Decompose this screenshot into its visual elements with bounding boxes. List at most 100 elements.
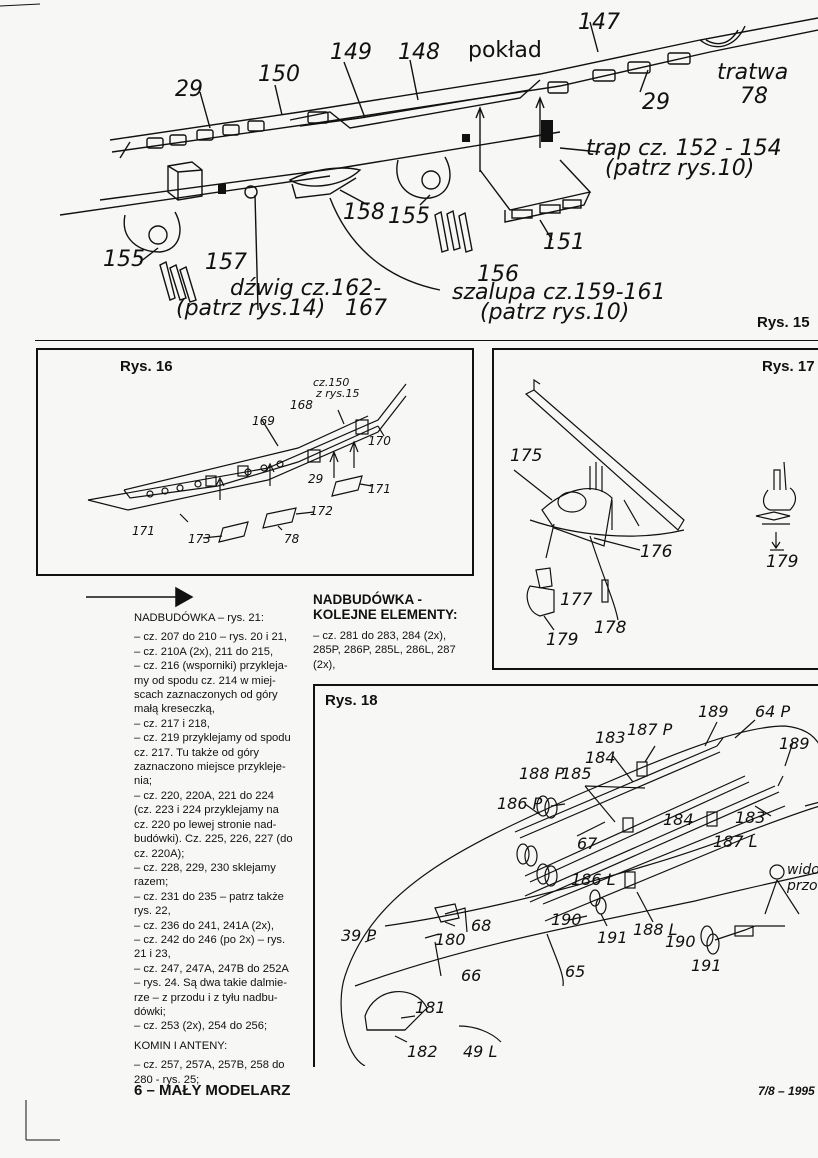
label-156: 156 bbox=[477, 262, 519, 287]
column2-heading: NADBUDÓWKA - KOLEJNE ELEMENTY: bbox=[313, 592, 481, 622]
column2-heading-line1: NADBUDÓWKA - bbox=[313, 592, 422, 607]
text-line: – cz. 257, 257A, 257B, 258 do bbox=[134, 1059, 285, 1072]
text-line: – cz. 253 (2x), 254 do 256; bbox=[134, 1020, 268, 1033]
text-line: (cz. 223 i 224 przyklejamy na bbox=[134, 804, 279, 817]
fig17-label-178: 178 bbox=[594, 618, 627, 638]
fig16-label-29: 29 bbox=[308, 472, 324, 486]
fig18-label-67: 67 bbox=[577, 834, 598, 853]
fig18-label-181: 181 bbox=[415, 998, 446, 1017]
figure-17-box: Rys. 17 175 bbox=[492, 348, 818, 670]
label-151: 151 bbox=[543, 230, 585, 255]
fig18-label-184-top: 184 bbox=[585, 748, 616, 767]
fig17-label-179-left: 179 bbox=[546, 630, 579, 650]
fig18-label-190-right: 190 bbox=[665, 932, 696, 951]
text-line: – cz. 217 i 218, bbox=[134, 717, 210, 730]
text-line: małą kreseczką, bbox=[134, 703, 215, 716]
text-line: 21 i 23, bbox=[134, 948, 171, 961]
text-line: – cz. 219 przyklejamy od spodu bbox=[134, 732, 291, 745]
text-column-superstructure: NADBUDÓWKA – rys. 21: – cz. 207 do 210 –… bbox=[134, 612, 300, 1088]
figure-17-drawing bbox=[513, 378, 797, 631]
label-ladder: trap cz. 152 - 154 bbox=[586, 136, 782, 161]
figure-18-title: Rys. 18 bbox=[325, 692, 378, 709]
label-148: 148 bbox=[398, 40, 440, 65]
figure-16-title: Rys. 16 bbox=[120, 358, 173, 375]
page-footer-right: 7/8 – 1995 bbox=[758, 1084, 815, 1098]
column1-subheading: KOMIN I ANTENY: bbox=[134, 1039, 228, 1052]
fig18-label-184-mid: 184 bbox=[663, 810, 694, 829]
label-ladder-ref: (patrz rys.10) bbox=[605, 156, 755, 181]
fig17-label-177: 177 bbox=[560, 590, 593, 610]
fig18-label-68: 68 bbox=[471, 916, 492, 935]
figure-15-title: Rys. 15 bbox=[757, 314, 810, 331]
fig16-label-171-right: 171 bbox=[368, 482, 391, 496]
fig18-label-view: widok bbox=[787, 862, 818, 878]
text-line: – cz. 247, 247A, 247B do 252A bbox=[134, 962, 289, 975]
text-line: 285P, 286P, 285L, 286L, 287 bbox=[313, 644, 456, 657]
text-line: – cz. 281 do 283, 284 (2x), bbox=[313, 630, 447, 642]
text-line: scach zaznaczonych od góry bbox=[134, 689, 278, 702]
fig18-label-183-top: 183 bbox=[595, 728, 626, 747]
label-29-left: 29 bbox=[175, 77, 203, 102]
fig18-label-182: 182 bbox=[407, 1042, 438, 1061]
right-arrow-icon bbox=[175, 586, 194, 608]
text-line: – rys. 24. Są dwa takie dalmie- bbox=[134, 977, 287, 990]
fig16-label-171-left: 171 bbox=[132, 524, 155, 538]
text-line: rys. 22, bbox=[134, 905, 171, 918]
fig16-label-172: 172 bbox=[310, 504, 333, 518]
fig16-ref-figure: z rys.15 bbox=[316, 387, 360, 400]
figure-18-box: Rys. 18 bbox=[313, 684, 818, 1067]
text-line: zaznaczono miejsce przykleje- bbox=[134, 761, 286, 774]
fig18-label-188l: 188 L bbox=[633, 920, 678, 939]
label-crane-ref: (patrz rys.14) bbox=[176, 296, 326, 321]
text-line: – cz. 236 do 241, 241A (2x), bbox=[134, 919, 274, 932]
figure-17-title: Rys. 17 bbox=[762, 358, 815, 375]
text-line: (2x), bbox=[313, 658, 336, 671]
fig17-label-176: 176 bbox=[640, 542, 673, 562]
text-line: cz. 220 po lewej stronie nad- bbox=[134, 818, 277, 831]
fig18-label-64p: 64 P bbox=[755, 702, 791, 721]
text-column-next-elements: NADBUDÓWKA - KOLEJNE ELEMENTY: – cz. 281… bbox=[313, 592, 481, 673]
fig18-label-188p: 188 P bbox=[519, 764, 565, 783]
label-deck: pokład bbox=[468, 38, 542, 63]
fig18-label-186l: 186 L bbox=[571, 870, 616, 889]
section-divider bbox=[35, 340, 818, 341]
page-footer-left: 6 – MAŁY MODELARZ bbox=[134, 1082, 291, 1099]
label-crane: dźwig cz.162- bbox=[230, 276, 382, 301]
label-167: 167 bbox=[345, 296, 387, 321]
label-boat-ref: (patrz rys.10) bbox=[480, 300, 630, 325]
figure-15: 147 149 148 pokład 150 29 29 tratwa 78 t… bbox=[0, 0, 818, 340]
text-line: 280 - rys. 25; bbox=[134, 1073, 200, 1086]
fig17-label-179-right: 179 bbox=[766, 552, 799, 572]
label-raft: tratwa bbox=[717, 60, 789, 85]
fig18-label-183-mid: 183 bbox=[735, 808, 766, 827]
label-158: 158 bbox=[343, 200, 385, 225]
label-149: 149 bbox=[330, 40, 372, 65]
column2-heading-line2: KOLEJNE ELEMENTY: bbox=[313, 607, 458, 622]
fig18-label-187l: 187 L bbox=[713, 832, 758, 851]
fig18-label-189-top: 189 bbox=[698, 702, 729, 721]
label-157: 157 bbox=[205, 250, 247, 275]
fig18-label-186p: 186 P bbox=[497, 794, 543, 813]
fig18-label-185: 185 bbox=[561, 764, 592, 783]
fig18-label-49l: 49 L bbox=[463, 1042, 498, 1061]
text-line: my od spodu cz. 214 w miej- bbox=[134, 674, 276, 687]
text-line: dówki; bbox=[134, 1005, 166, 1018]
text-line: – cz. 207 do 210 – rys. 20 i 21, bbox=[134, 631, 287, 644]
figure-16-box: Rys. 16 bbox=[36, 348, 474, 576]
text-line: cz. 217. Tu także od góry bbox=[134, 746, 259, 759]
text-line: – cz. 228, 229, 230 sklejamy bbox=[134, 861, 276, 874]
fig17-label-175: 175 bbox=[510, 446, 543, 466]
label-78: 78 bbox=[740, 84, 768, 109]
text-line: razem; bbox=[134, 876, 169, 889]
fig16-label-170: 170 bbox=[368, 434, 391, 448]
fig18-label-189-right: 189 bbox=[779, 734, 810, 753]
figure-16-drawing bbox=[87, 383, 407, 543]
fig16-label-78: 78 bbox=[284, 532, 300, 546]
text-line: – cz. 210A (2x), 211 do 215, bbox=[134, 645, 274, 658]
fig16-label-169: 169 bbox=[252, 414, 275, 428]
fig18-label-39p: 39 P bbox=[341, 926, 377, 945]
figure-15-drawing bbox=[59, 17, 818, 311]
fig18-label-view-front: przod bbox=[787, 878, 818, 894]
text-line: nia; bbox=[134, 775, 153, 788]
fig16-label-168: 168 bbox=[290, 398, 313, 412]
